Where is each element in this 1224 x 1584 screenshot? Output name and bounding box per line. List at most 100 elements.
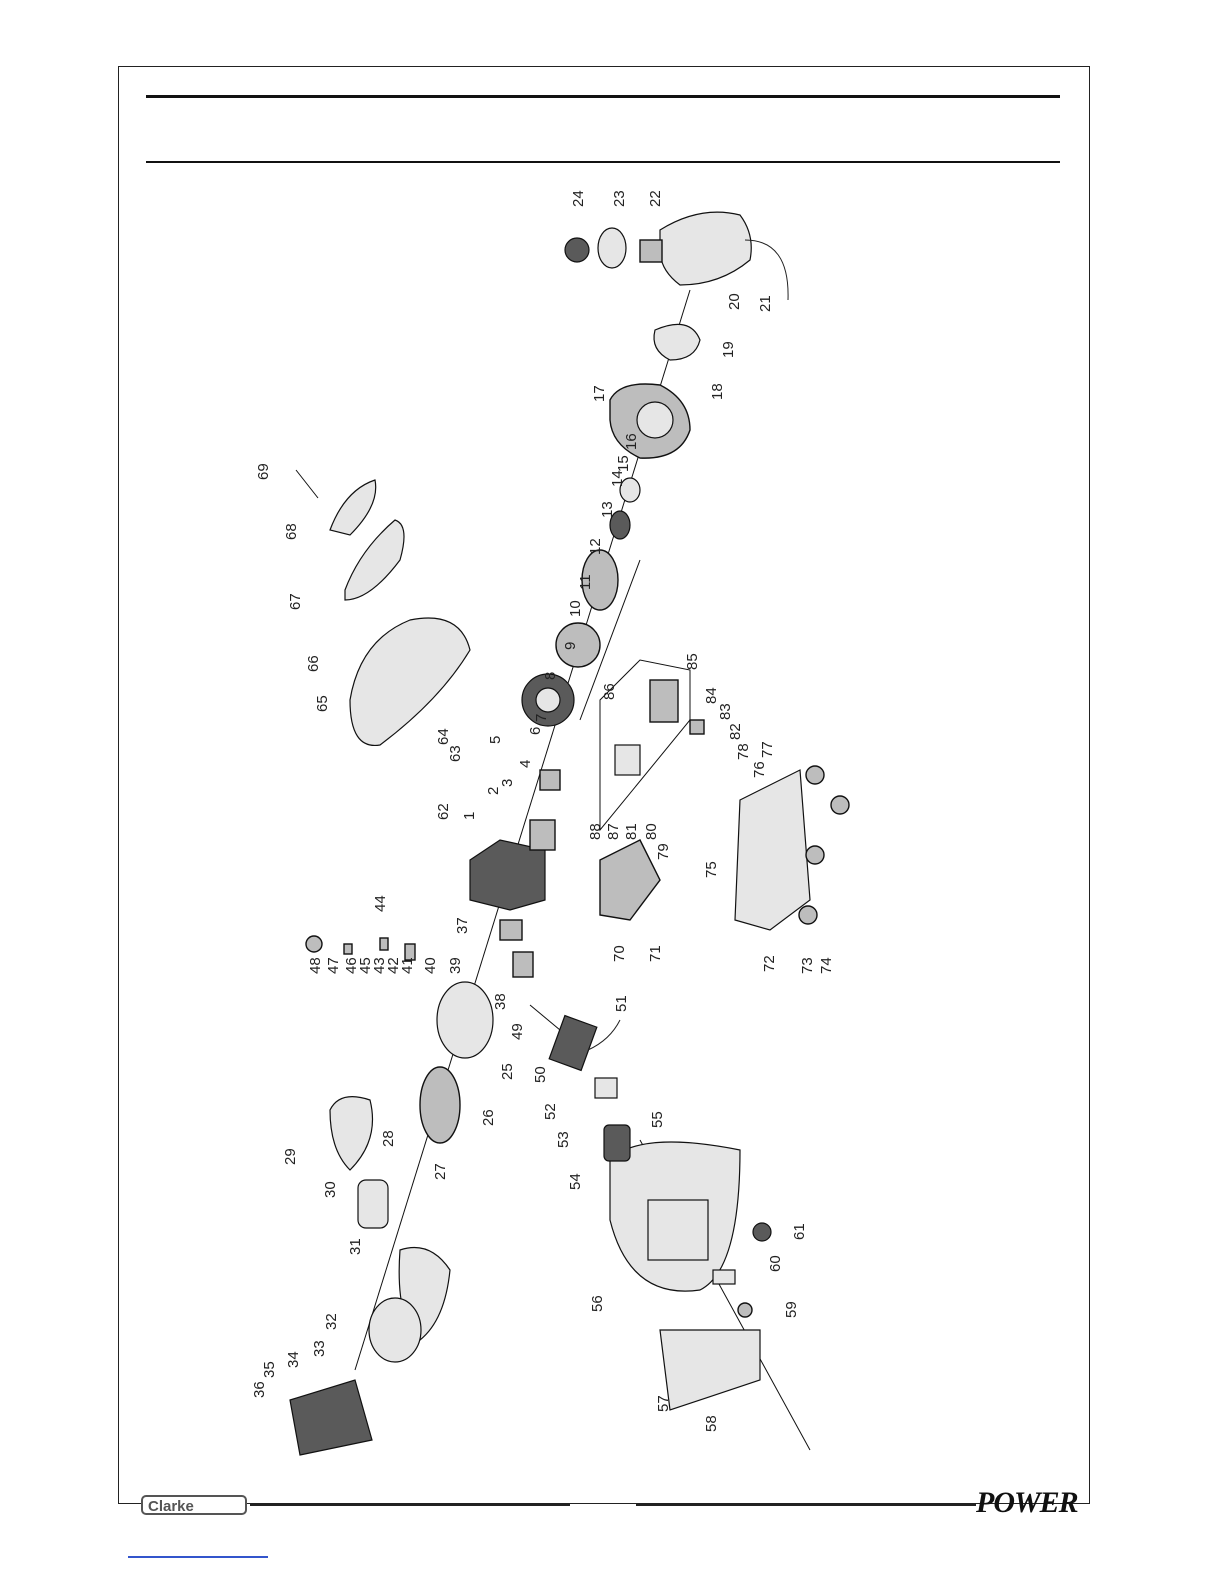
part-label: 10 — [567, 600, 584, 617]
fuel-tank — [565, 212, 788, 300]
part-label: 65 — [314, 695, 331, 712]
part-label: 8 — [542, 672, 559, 680]
part-label: 78 — [735, 743, 752, 760]
part-label: 61 — [791, 1223, 808, 1240]
part-label: 58 — [703, 1415, 720, 1432]
part-label: 73 — [799, 957, 816, 974]
part-label: 76 — [751, 761, 768, 778]
part-label: 48 — [307, 957, 324, 974]
part-label: 26 — [480, 1109, 497, 1126]
part-label: 23 — [611, 190, 628, 207]
part-label: 27 — [432, 1163, 449, 1180]
engine-block — [470, 770, 560, 910]
part-label: 29 — [282, 1148, 299, 1165]
part-label: 53 — [555, 1131, 572, 1148]
part-label: 3 — [499, 779, 516, 787]
part-label: 59 — [783, 1301, 800, 1318]
part-label: 16 — [623, 433, 640, 450]
part-label: 87 — [605, 823, 622, 840]
part-label: 54 — [567, 1173, 584, 1190]
part-label: 49 — [509, 1023, 526, 1040]
part-label: 17 — [591, 385, 608, 402]
part-label: 30 — [322, 1181, 339, 1198]
part-label: 4 — [517, 760, 534, 768]
part-label: 37 — [454, 917, 471, 934]
part-label: 36 — [251, 1381, 268, 1398]
part-label: 46 — [343, 957, 360, 974]
part-label: 13 — [599, 501, 616, 518]
part-label: 67 — [287, 593, 304, 610]
part-label: 1 — [461, 812, 478, 820]
part-label: 32 — [323, 1313, 340, 1330]
front-grille — [290, 1298, 421, 1455]
part-label: 33 — [311, 1340, 328, 1357]
footer-rule-right — [636, 1504, 976, 1506]
blower-housing — [610, 384, 690, 458]
part-label: 12 — [587, 538, 604, 555]
part-label: 85 — [684, 653, 701, 670]
part-label: 24 — [570, 190, 587, 207]
part-label: 62 — [435, 803, 452, 820]
part-label: 64 — [435, 728, 452, 745]
part-label: 69 — [255, 463, 272, 480]
part-label: 52 — [542, 1103, 559, 1120]
part-label: 81 — [623, 823, 640, 840]
part-label: 38 — [492, 993, 509, 1010]
part-label: 20 — [726, 293, 743, 310]
recoil-cover — [654, 324, 700, 360]
part-label: 51 — [613, 995, 630, 1012]
part-label: 77 — [759, 741, 776, 758]
part-label: 70 — [611, 945, 628, 962]
part-label: 55 — [649, 1111, 666, 1128]
part-label: 86 — [601, 683, 618, 700]
part-label: 71 — [647, 945, 664, 962]
part-label: 35 — [261, 1361, 278, 1378]
part-label: 7 — [533, 714, 550, 722]
part-label: 75 — [703, 861, 720, 878]
part-label: 9 — [562, 642, 579, 650]
part-label: 83 — [717, 703, 734, 720]
part-label: 82 — [727, 723, 744, 740]
part-label: 50 — [532, 1066, 549, 1083]
part-label: 11 — [577, 574, 594, 590]
part-label: 60 — [767, 1255, 784, 1272]
part-label: 18 — [709, 383, 726, 400]
clarke-logo-mark: Clarke — [140, 1492, 252, 1518]
part-label: 39 — [447, 957, 464, 974]
part-label: 84 — [703, 687, 720, 704]
carburetor — [500, 920, 560, 1030]
part-label: 15 — [615, 455, 632, 472]
part-label: 57 — [655, 1395, 672, 1412]
part-label: 22 — [647, 190, 664, 207]
part-label: 68 — [283, 523, 300, 540]
side-cover-left — [604, 1125, 771, 1410]
bottom-link-underline — [128, 1556, 268, 1558]
part-label: 40 — [422, 957, 439, 974]
part-label: 28 — [380, 1130, 397, 1147]
part-label: 47 — [325, 957, 342, 974]
muffler — [549, 1016, 620, 1098]
part-label: 56 — [589, 1295, 606, 1312]
part-label: 6 — [527, 727, 544, 735]
part-label: 19 — [720, 341, 737, 358]
clarke-logo-text: Clarke — [148, 1498, 194, 1515]
part-label: 88 — [587, 823, 604, 840]
part-label: 74 — [818, 957, 835, 974]
part-label: 72 — [761, 955, 778, 972]
base-frame — [600, 766, 849, 930]
part-label: 79 — [655, 843, 672, 860]
part-label: 31 — [347, 1238, 364, 1255]
part-label: 25 — [499, 1063, 516, 1080]
footer-rule-left — [250, 1504, 570, 1506]
part-label: 21 — [757, 295, 774, 312]
part-label: 44 — [372, 895, 389, 912]
power-logo: POWER — [976, 1486, 1076, 1526]
part-label: 80 — [643, 823, 660, 840]
part-label: 5 — [487, 736, 504, 744]
clarke-logo: Clarke — [140, 1492, 252, 1518]
part-label: 66 — [305, 655, 322, 672]
choke-linkage-parts — [306, 936, 415, 960]
part-label: 63 — [447, 745, 464, 762]
part-label: 34 — [285, 1351, 302, 1368]
